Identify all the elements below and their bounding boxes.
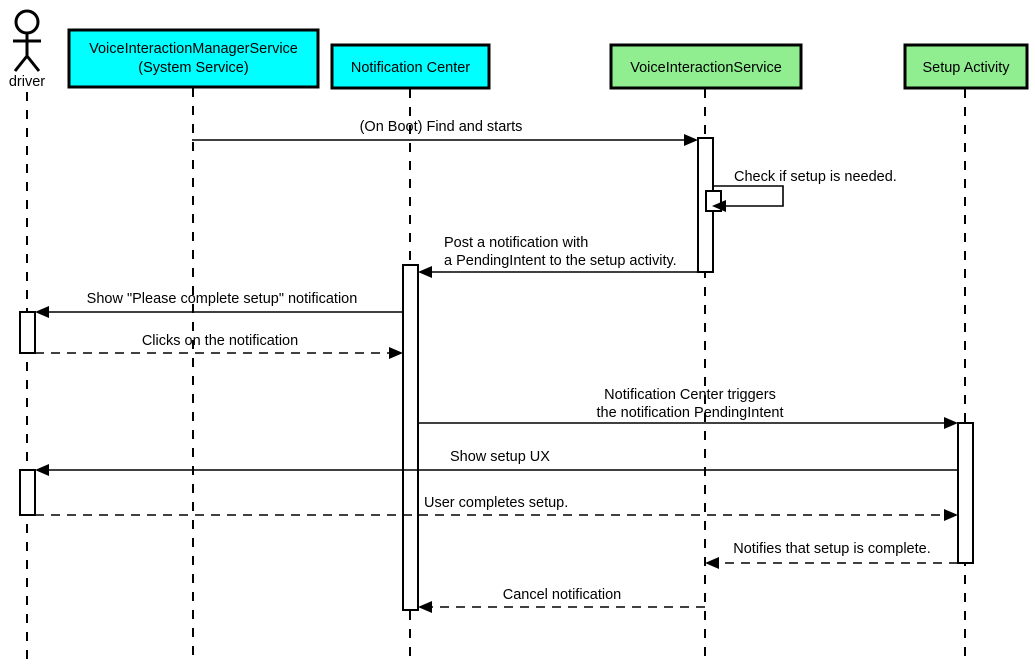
arrowhead-right [389, 347, 403, 359]
participant-box-vims[interactable] [67, 28, 320, 89]
participant-label-vis: VoiceInteractionService [630, 60, 782, 76]
message-label: Show setup UX [450, 449, 550, 465]
message-line-self [713, 185, 784, 207]
participant-box-vis[interactable] [609, 43, 803, 90]
activation-bar-setup-activity [957, 422, 974, 564]
activation-bars-layer [19, 137, 974, 611]
arrowhead-left [35, 306, 49, 318]
arrowhead-left [418, 601, 432, 613]
participant-label-notification-center: Notification Center [351, 60, 470, 76]
message-check-if-setup-is-needed[interactable]: Check if setup is needed. [712, 169, 897, 212]
message-cancel-notification[interactable]: Cancel notification [418, 587, 705, 613]
participant-vims[interactable]: VoiceInteractionManagerService (System S… [67, 28, 320, 89]
message-notifies-that-setup-is-complete[interactable]: Notifies that setup is complete. [705, 541, 958, 569]
arrowhead-right [944, 509, 958, 521]
participant-label-driver: driver [9, 74, 45, 90]
participant-label-setup-activity: Setup Activity [922, 60, 1010, 76]
activation-bar-notification-center [402, 264, 419, 611]
participant-notification-center[interactable]: Notification Center [330, 43, 491, 90]
message-label: Check if setup is needed. [734, 169, 897, 185]
arrowhead-left [712, 200, 726, 212]
message-label-line2: a PendingIntent to the setup activity. [444, 253, 677, 269]
message-show-setup-ux[interactable]: Show setup UX [35, 449, 958, 476]
arrowhead-right [684, 134, 698, 146]
message-label: User completes setup. [424, 495, 568, 511]
participant-label-vims-line2: (System Service) [138, 60, 248, 76]
arrowhead-left [418, 266, 432, 278]
arrowhead-left [705, 557, 719, 569]
participant-box-setup-activity[interactable] [903, 43, 1029, 90]
message-user-completes-setup[interactable]: User completes setup. [35, 495, 958, 521]
message-label-line2: the notification PendingIntent [596, 405, 783, 421]
message-label: Cancel notification [503, 587, 622, 603]
message-on-boot-find-and-starts[interactable]: (On Boot) Find and starts [192, 119, 698, 146]
message-label-line1: Post a notification with [444, 235, 588, 251]
actor-head-icon [14, 9, 40, 35]
arrowhead-right [944, 417, 958, 429]
activation-bar-driver-setup [19, 469, 36, 516]
message-label: Show "Please complete setup" notificatio… [87, 291, 358, 307]
arrowhead-left [35, 464, 49, 476]
message-show-please-complete-setup-notification[interactable]: Show "Please complete setup" notificatio… [35, 291, 403, 318]
participant-box-notification-center[interactable] [330, 43, 491, 90]
participant-setup-activity[interactable]: Setup Activity [903, 43, 1029, 90]
participant-vis[interactable]: VoiceInteractionService [609, 43, 803, 90]
message-post-a-notification[interactable]: Post a notification with a PendingIntent… [418, 235, 698, 278]
message-label: Clicks on the notification [142, 333, 298, 349]
actor-leg-right-icon [25, 55, 41, 72]
message-label: (On Boot) Find and starts [360, 119, 523, 135]
participant-label-vims-line1: VoiceInteractionManagerService [89, 41, 298, 57]
message-label: Notifies that setup is complete. [733, 541, 930, 557]
message-notification-center-triggers-pendingintent[interactable]: Notification Center triggers the notific… [418, 387, 958, 429]
message-label-line1: Notification Center triggers [604, 387, 776, 403]
activation-bar-driver-notify [19, 311, 36, 354]
message-clicks-on-the-notification[interactable]: Clicks on the notification [35, 333, 403, 359]
participant-driver[interactable]: driver [9, 9, 45, 90]
actor-leg-left-icon [13, 55, 29, 72]
